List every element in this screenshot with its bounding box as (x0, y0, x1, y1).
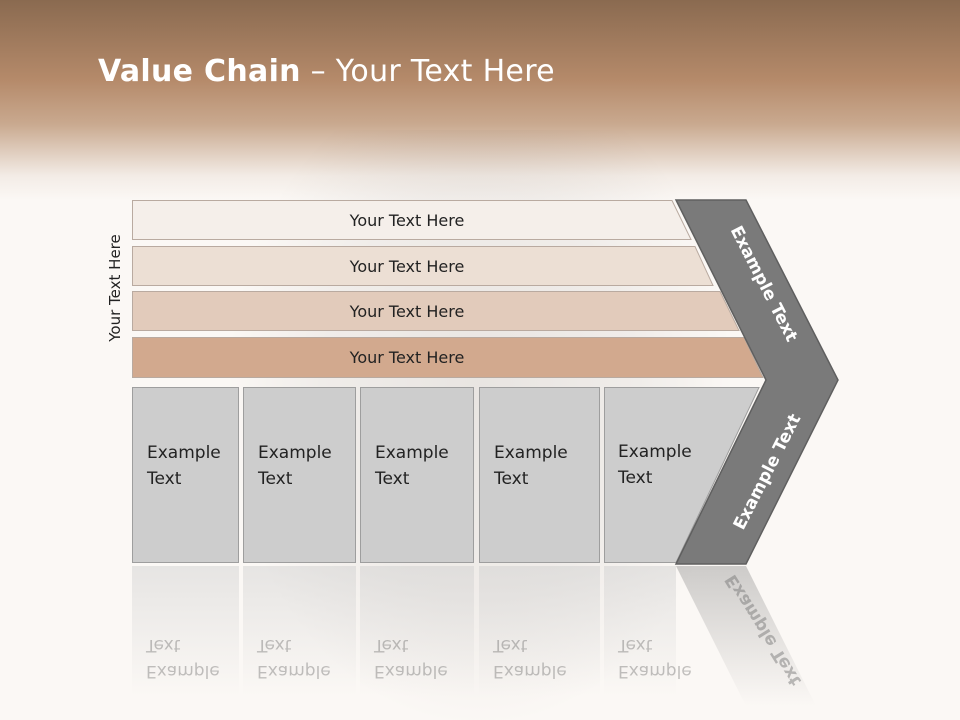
band-4: Your Text Here (132, 337, 764, 378)
chevron-shape (674, 199, 839, 565)
chevron-arrow (674, 199, 839, 565)
slide-title: Value Chain – Your Text Here (98, 54, 555, 89)
band-2-label: Your Text Here (349, 256, 465, 276)
band-4-label: Your Text Here (349, 347, 465, 367)
header-background (0, 0, 960, 200)
band-2: Your Text Here (132, 246, 714, 286)
vertical-side-label: Your Text Here (106, 234, 124, 342)
band-1-shape (132, 200, 692, 240)
band-3-shape (132, 291, 740, 331)
band-1: Your Text Here (132, 200, 692, 240)
band-1-label: Your Text Here (349, 210, 465, 230)
band-3-label: Your Text Here (349, 301, 465, 321)
band-2-shape (132, 246, 714, 286)
band-3: Your Text Here (132, 291, 740, 331)
band-4-shape (132, 337, 764, 378)
